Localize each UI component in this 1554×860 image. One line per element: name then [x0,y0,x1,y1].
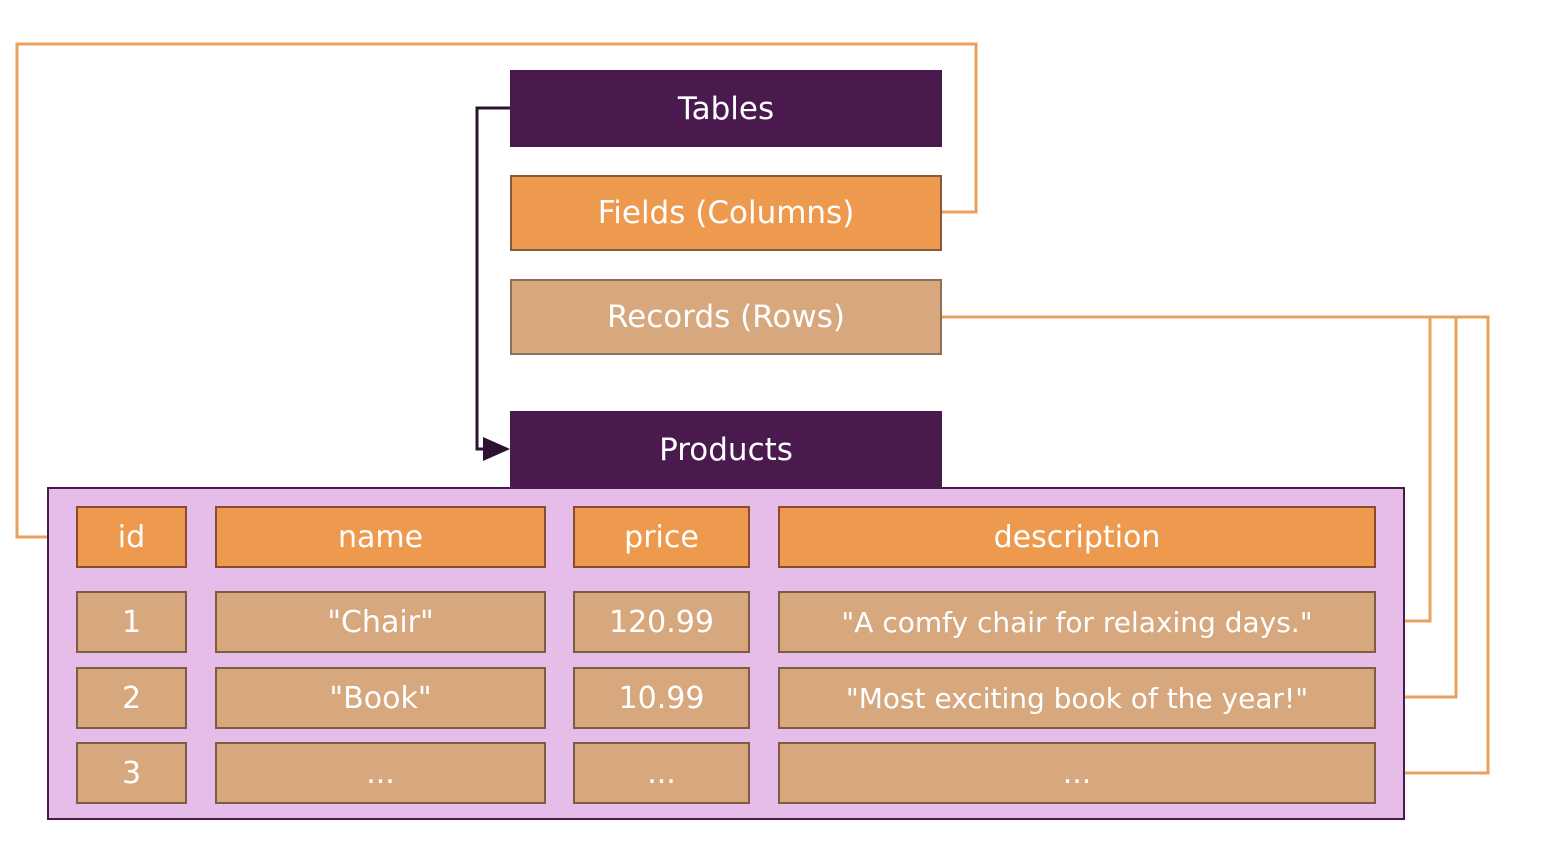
row-1-description-cell: "A comfy chair for relaxing days." [778,591,1376,653]
row-3-name-cell: ... [215,742,546,804]
row-3-price-cell: ... [573,742,750,804]
legend-tables-box: Tables [510,70,942,147]
row-2-price-cell: 10.99 [573,667,750,729]
header-cell-price: price [573,506,750,568]
row-2-description-cell: "Most exciting book of the year!" [778,667,1376,729]
row-3-id-cell: 3 [76,742,187,804]
row-1-name-cell: "Chair" [215,591,546,653]
legend-records-box: Records (Rows) [510,279,942,355]
row-3-description-cell: ... [778,742,1376,804]
header-cell-description: description [778,506,1376,568]
row-1-id-cell: 1 [76,591,187,653]
header-cell-id: id [76,506,187,568]
products-table-title: Products [510,411,942,488]
row-2-id-cell: 2 [76,667,187,729]
row-2-name-cell: "Book" [215,667,546,729]
row-1-price-cell: 120.99 [573,591,750,653]
legend-fields-box: Fields (Columns) [510,175,942,251]
tables-to-products-connector [475,106,510,461]
header-cell-name: name [215,506,546,568]
